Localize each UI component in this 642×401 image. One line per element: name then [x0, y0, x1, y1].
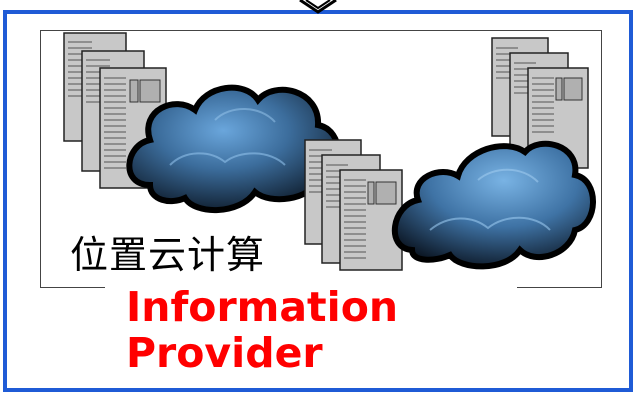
diamond-connector-icon [299, 0, 337, 14]
panel-gap [105, 283, 517, 293]
storm-cloud-icon [126, 84, 342, 213]
server-rack-icon [304, 139, 403, 271]
storm-cloud-icon [391, 140, 596, 270]
provider-title: Information Provider [126, 284, 398, 376]
title-line-1: Information [126, 283, 399, 331]
title-line-2: Provider [126, 329, 323, 377]
location-cloud-label: 位置云计算 [70, 233, 266, 277]
